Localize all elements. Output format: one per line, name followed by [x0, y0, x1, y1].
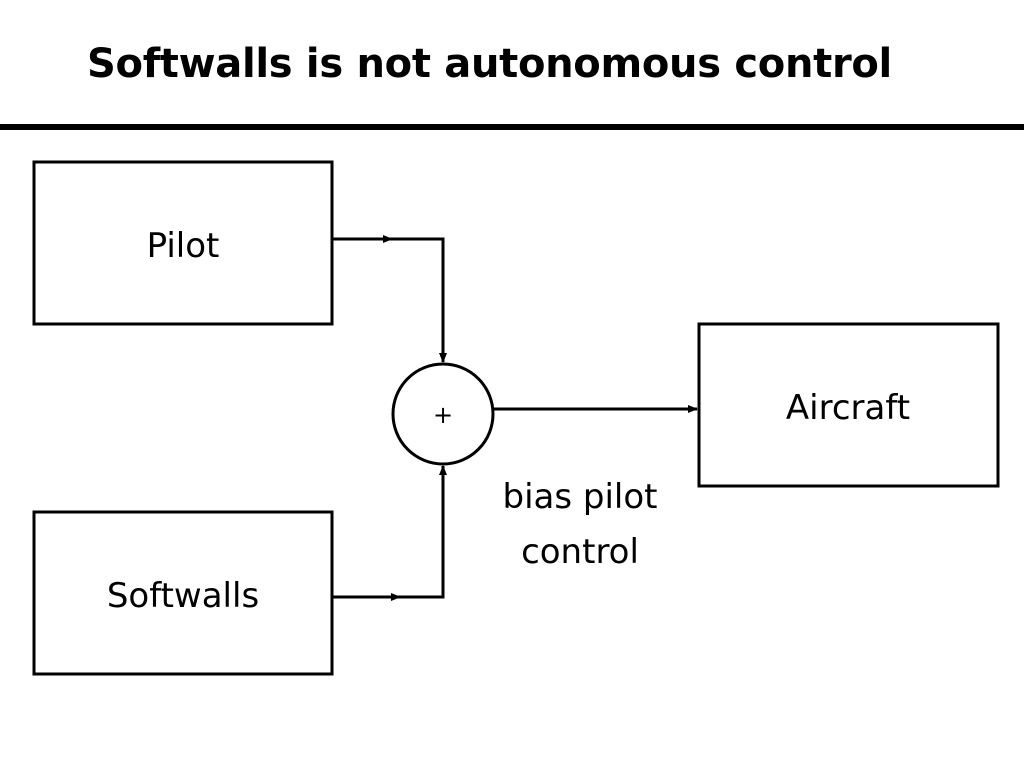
- slide-title: Softwalls is not autonomous control: [87, 41, 892, 87]
- annotation-line-2: control: [521, 532, 639, 572]
- summing-junction: +: [391, 362, 495, 466]
- softwalls-to-junction-arrow: [332, 465, 447, 601]
- aircraft-label: Aircraft: [786, 388, 910, 428]
- plus-sign: +: [433, 401, 453, 429]
- pilot-to-junction-arrow: [332, 235, 447, 363]
- softwalls-label: Softwalls: [107, 576, 259, 616]
- pilot-block: Pilot: [32, 160, 334, 326]
- aircraft-block: Aircraft: [697, 322, 1000, 488]
- annotation-line-1: bias pilot: [502, 477, 658, 517]
- pilot-label: Pilot: [147, 226, 220, 266]
- title-divider: [0, 124, 1024, 130]
- bias-annotation: bias pilot control: [480, 470, 680, 580]
- softwalls-block: Softwalls: [32, 510, 334, 676]
